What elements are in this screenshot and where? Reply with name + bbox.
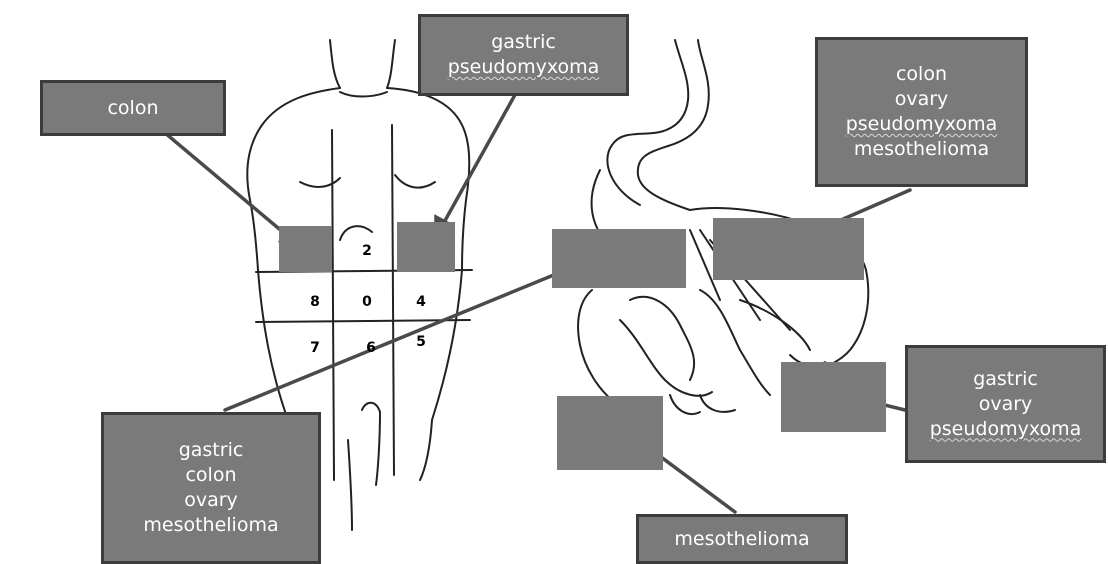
chest-right — [395, 175, 435, 188]
label-colon: colon — [40, 80, 226, 136]
region-box-intestine-right — [781, 362, 886, 432]
small-intestine-5 — [700, 395, 735, 412]
groin-left — [348, 440, 352, 530]
label-text: mesothelioma — [854, 137, 989, 162]
label-right-top: colon ovary pseudomyxoma mesothelioma — [815, 37, 1028, 187]
label-left-bottom: gastric colon ovary mesothelioma — [101, 412, 321, 564]
region-number-5: 5 — [411, 334, 431, 350]
region-box-intestine-bottom — [557, 396, 663, 470]
label-text: pseudomyxoma — [846, 112, 998, 137]
region-box-intestine-left — [552, 229, 686, 288]
small-intestine-1 — [630, 297, 694, 380]
region-number-4: 4 — [411, 294, 431, 310]
label-text: colon — [185, 463, 236, 488]
label-text: mesothelioma — [674, 527, 809, 552]
groin — [362, 403, 380, 485]
region-number-7: 7 — [305, 340, 325, 356]
neck-outline — [330, 40, 340, 88]
label-gastric-pseudomyxoma: gastric pseudomyxoma — [418, 14, 629, 96]
region-number-2: 2 — [357, 243, 377, 259]
left-side — [258, 270, 288, 420]
label-bottom-center: mesothelioma — [636, 514, 848, 564]
label-text: colon — [896, 62, 947, 87]
neck-outline-right — [387, 40, 395, 88]
label-right-mid: gastric ovary pseudomyxoma — [905, 345, 1106, 463]
label-text: gastric — [491, 30, 556, 55]
region-number-0: 0 — [357, 294, 377, 310]
small-intestine-3 — [620, 320, 712, 396]
arrow-colon — [152, 122, 290, 238]
label-text: colon — [107, 96, 158, 121]
label-text: ovary — [184, 488, 238, 513]
loop-bottom — [670, 395, 700, 414]
large-intestine-left — [578, 290, 612, 400]
region-box-right-upper — [397, 222, 455, 272]
hip-right — [420, 420, 432, 480]
region-box-left-upper — [279, 226, 332, 272]
large-intestine-right — [812, 270, 868, 372]
grid-vline-right — [392, 125, 394, 475]
esophagus-inner — [638, 40, 709, 210]
region-box-intestine-top — [713, 218, 864, 280]
label-text: mesothelioma — [143, 513, 278, 538]
label-text: ovary — [895, 87, 949, 112]
label-text: pseudomyxoma — [448, 55, 600, 80]
region-number-8: 8 — [305, 294, 325, 310]
label-text: ovary — [979, 392, 1033, 417]
label-text: gastric — [973, 367, 1038, 392]
region-number-6: 6 — [361, 340, 381, 356]
label-text: pseudomyxoma — [930, 417, 1082, 442]
chest-left — [300, 178, 340, 187]
small-intestine-2 — [700, 290, 770, 395]
clavicle — [340, 92, 387, 97]
navel-curve — [340, 226, 372, 240]
label-text: gastric — [179, 438, 244, 463]
right-side — [432, 270, 462, 420]
arrow-left-bottom — [225, 256, 600, 410]
